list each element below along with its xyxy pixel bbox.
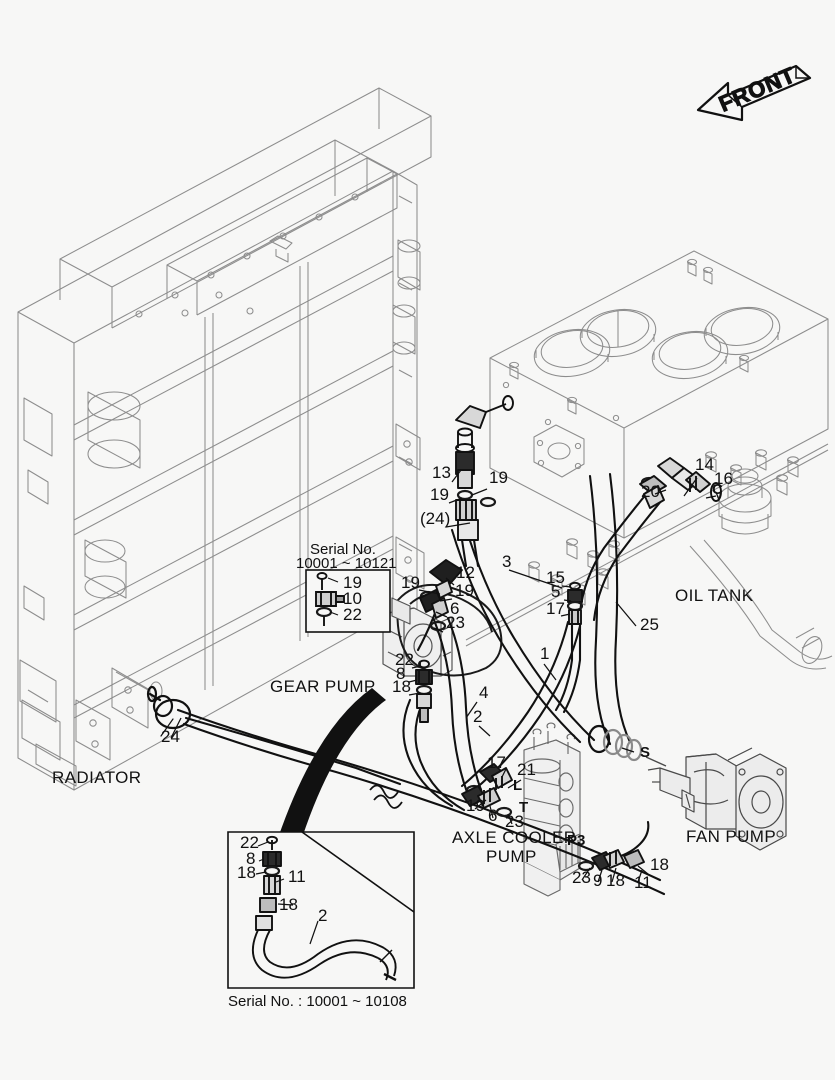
serial-callout-10: 10 (343, 589, 362, 608)
callout-17-a: 17 (546, 599, 565, 618)
serial-box-lower (227, 831, 415, 989)
callout-3: 3 (502, 552, 511, 571)
port-labels: L T P3 S C (513, 481, 723, 849)
callout-17-b: 17 (487, 753, 506, 772)
label-gear-pump: GEAR PUMP (270, 677, 376, 696)
callout-8-a: 8 (396, 664, 405, 683)
callout-5: 5 (551, 582, 560, 601)
serial-callout-19: 19 (343, 573, 362, 592)
label-axle-cooler: AXLE COOLER (452, 828, 576, 847)
callout-13: 13 (432, 463, 451, 482)
serial-callout-22: 22 (343, 605, 362, 624)
leader-lines (170, 469, 720, 883)
label-fan-pump: FAN PUMP (686, 827, 776, 846)
detail-callout-8: 8 (246, 849, 255, 868)
serial-box-upper-text: Serial No. 10001 ~ 10121 19 10 22 (296, 541, 397, 624)
callout-19-e: 19 (466, 796, 485, 815)
label-radiator: RADIATOR (52, 768, 141, 787)
serial-lower-caption: Serial No. : 10001 ~ 10108 (228, 993, 407, 1010)
callout-23-a: 23 (446, 613, 465, 632)
oil-tank-assembly (465, 250, 833, 670)
callout-24-paren: (24) (420, 509, 450, 528)
hose-break-marks (369, 784, 403, 809)
callout-19-a: 19 (489, 468, 508, 487)
callout-20: 20 (641, 482, 660, 501)
label-axle-cooler-2: PUMP (486, 847, 537, 866)
label-oil-tank: OIL TANK (675, 586, 754, 605)
serial-box-lower-text: 22 8 18 11 18 2 Serial No. : 10001 ~ 101… (228, 833, 407, 1010)
callout-14: 14 (695, 455, 714, 474)
callout-23-b: 23 (505, 812, 524, 831)
callout-22-a: 22 (395, 650, 414, 669)
fan-pump-assembly (647, 747, 787, 851)
hose-routing (146, 472, 666, 896)
detail-callout-22: 22 (240, 833, 259, 852)
callout-19-d: 19 (455, 581, 474, 600)
callout-19-c: 19 (401, 573, 420, 592)
callout-21: 21 (517, 760, 536, 779)
detail-pointer-wedge (278, 688, 386, 838)
callout-19-b: 19 (430, 485, 449, 504)
callout-11: 11 (634, 873, 652, 892)
callout-4: 4 (479, 683, 488, 702)
serial-box-upper (305, 569, 391, 633)
callout-25: 25 (640, 615, 659, 634)
callout-numbers: 13 19 19 (24) 3 19 12 19 6 23 15 5 17 25… (161, 455, 733, 892)
gear-pump-assembly (382, 584, 503, 677)
component-labels: RADIATOR GEAR PUMP OIL TANK FAN PUMP AXL… (52, 586, 776, 866)
detail-callout-11: 11 (288, 867, 306, 886)
callout-24: 24 (161, 727, 180, 746)
radiator-assembly (17, 87, 432, 791)
port-label-t: T (519, 799, 528, 816)
callout-16: 16 (714, 469, 733, 488)
port-label-l: L (513, 777, 522, 794)
callout-6-a: 6 (450, 599, 459, 618)
callout-9: 9 (593, 871, 602, 890)
detail-callout-18: 18 (237, 863, 256, 882)
callout-6-b: 6 (488, 806, 497, 825)
callout-2-a: 2 (473, 707, 482, 726)
port-label-s: S (640, 744, 650, 761)
callout-18-b: 18 (606, 871, 625, 890)
serial-upper-line1: Serial No. (310, 541, 376, 558)
callout-18-a: 18 (392, 677, 411, 696)
port-label-c: C (712, 481, 723, 498)
serial-upper-line2: 10001 ~ 10121 (296, 555, 397, 572)
callout-1: 1 (540, 644, 549, 663)
callout-18-c: 18 (650, 855, 669, 874)
detail-callout-18b: 18 (279, 895, 298, 914)
callout-23-c: 23 (572, 868, 591, 887)
port-label-p3: P3 (567, 832, 585, 849)
callout-12: 12 (456, 563, 475, 582)
detail-callout-2: 2 (318, 906, 327, 925)
callout-15: 15 (546, 568, 565, 587)
